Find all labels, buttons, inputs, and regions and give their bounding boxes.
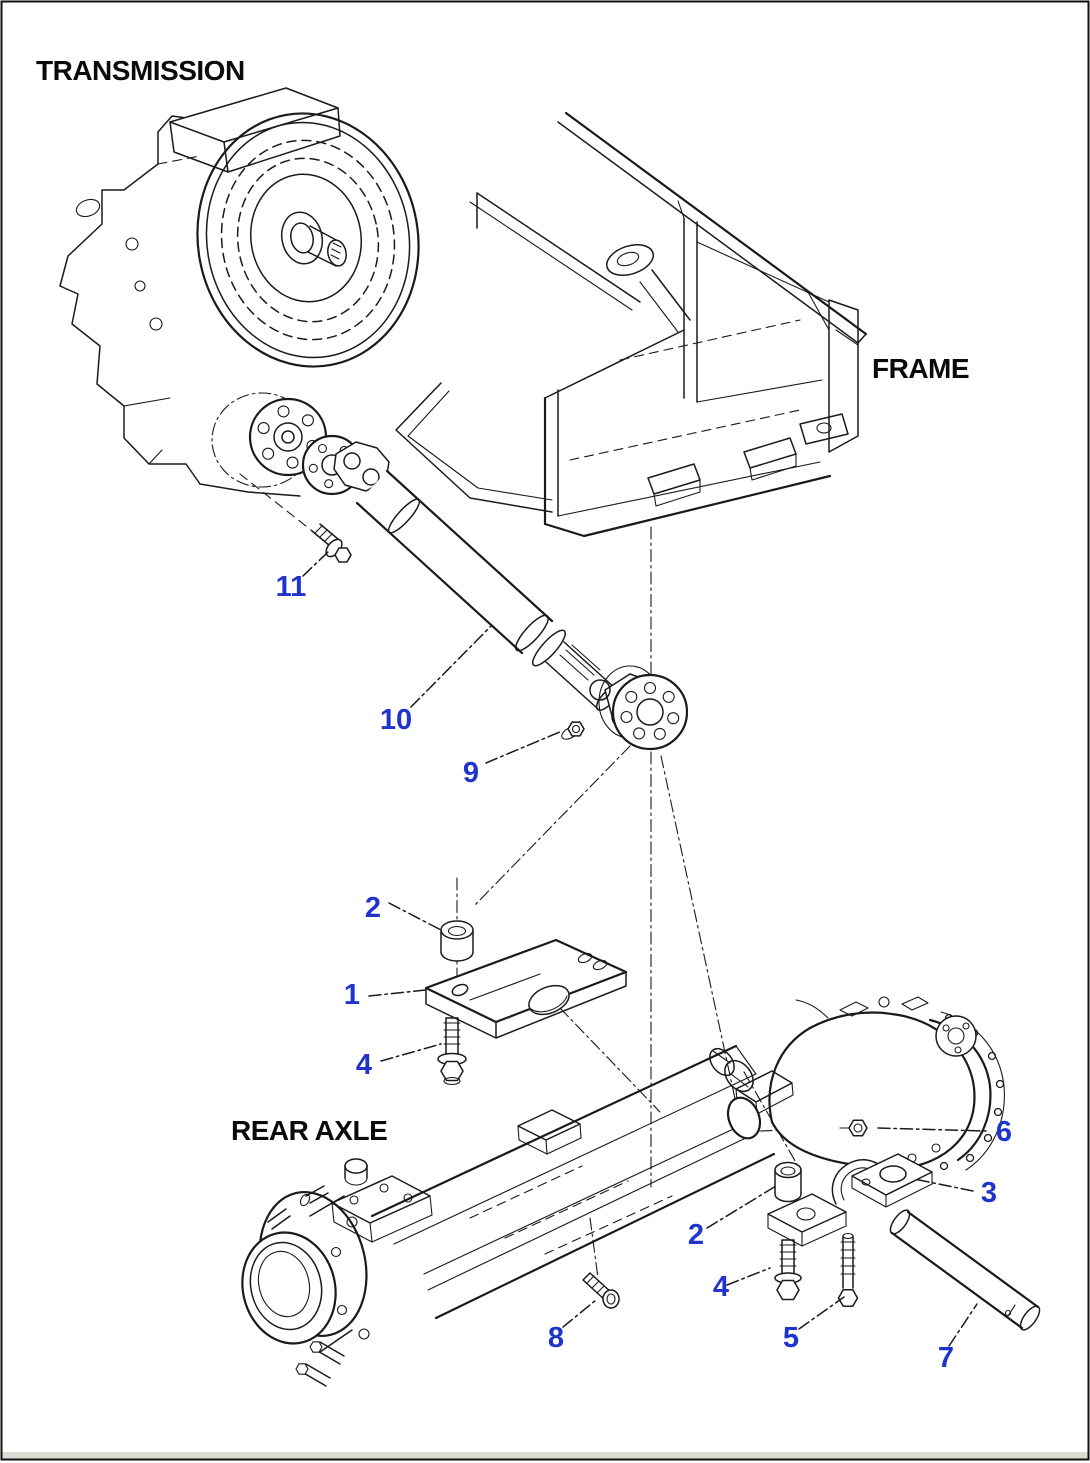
callout-5[interactable]: 5 [783, 1322, 799, 1354]
page-bottom-strip [2, 1452, 1088, 1460]
callout-7[interactable]: 7 [938, 1342, 954, 1374]
callout-3[interactable]: 3 [981, 1177, 997, 1209]
hitch-plate [799, 413, 849, 445]
axle-mount-hole [726, 1096, 762, 1140]
part-6-nut [839, 1119, 868, 1137]
torque-converter [196, 112, 420, 368]
label-rear-axle: REAR AXLE [231, 1115, 387, 1146]
part-8-bolt [582, 1272, 620, 1309]
part-7-pin [889, 1209, 1041, 1331]
callout-11[interactable]: 11 [276, 571, 307, 603]
part-2-bushing-lower [774, 1161, 802, 1203]
callout-8[interactable]: 8 [548, 1322, 564, 1354]
callout-10[interactable]: 10 [380, 704, 412, 736]
callout-6[interactable]: 6 [996, 1116, 1012, 1148]
label-frame: FRAME [872, 353, 969, 384]
callout-4-left[interactable]: 4 [356, 1049, 372, 1081]
part-4-bolt-right [774, 1239, 802, 1301]
callout-4-right[interactable]: 4 [713, 1271, 729, 1303]
callout-2-lower[interactable]: 2 [688, 1219, 704, 1251]
wheel-hub [241, 1185, 370, 1387]
section-labels: TRANSMISSION FRAME REAR AXLE [36, 55, 970, 1146]
part-2-bushing-upper [440, 920, 474, 962]
part-3-clamp [767, 1153, 933, 1247]
frame-structure [395, 111, 868, 538]
construction-lines [239, 473, 841, 1279]
part-11-bolt [311, 523, 352, 563]
part-9-nut [561, 721, 585, 740]
part-5-bolt [837, 1232, 859, 1307]
callout-leader-lines [302, 550, 987, 1347]
transmission-housing [59, 105, 301, 497]
part-callouts: 11 10 9 2 1 4 6 3 2 4 5 8 7 [276, 571, 1012, 1374]
part-4-bolt-left [437, 1017, 467, 1086]
differential-housing [709, 996, 1005, 1171]
callout-1[interactable]: 1 [344, 979, 360, 1011]
transmission-assembly [59, 87, 420, 497]
callout-9[interactable]: 9 [463, 757, 479, 789]
part-10-drive-shaft [301, 434, 689, 751]
rear-axle-assembly [241, 996, 1005, 1387]
part-1-bracket [424, 938, 628, 1039]
label-transmission: TRANSMISSION [36, 55, 245, 86]
callout-2-upper[interactable]: 2 [365, 892, 381, 924]
tow-lug [606, 244, 654, 276]
drive-shaft-rear-flange [598, 665, 689, 751]
